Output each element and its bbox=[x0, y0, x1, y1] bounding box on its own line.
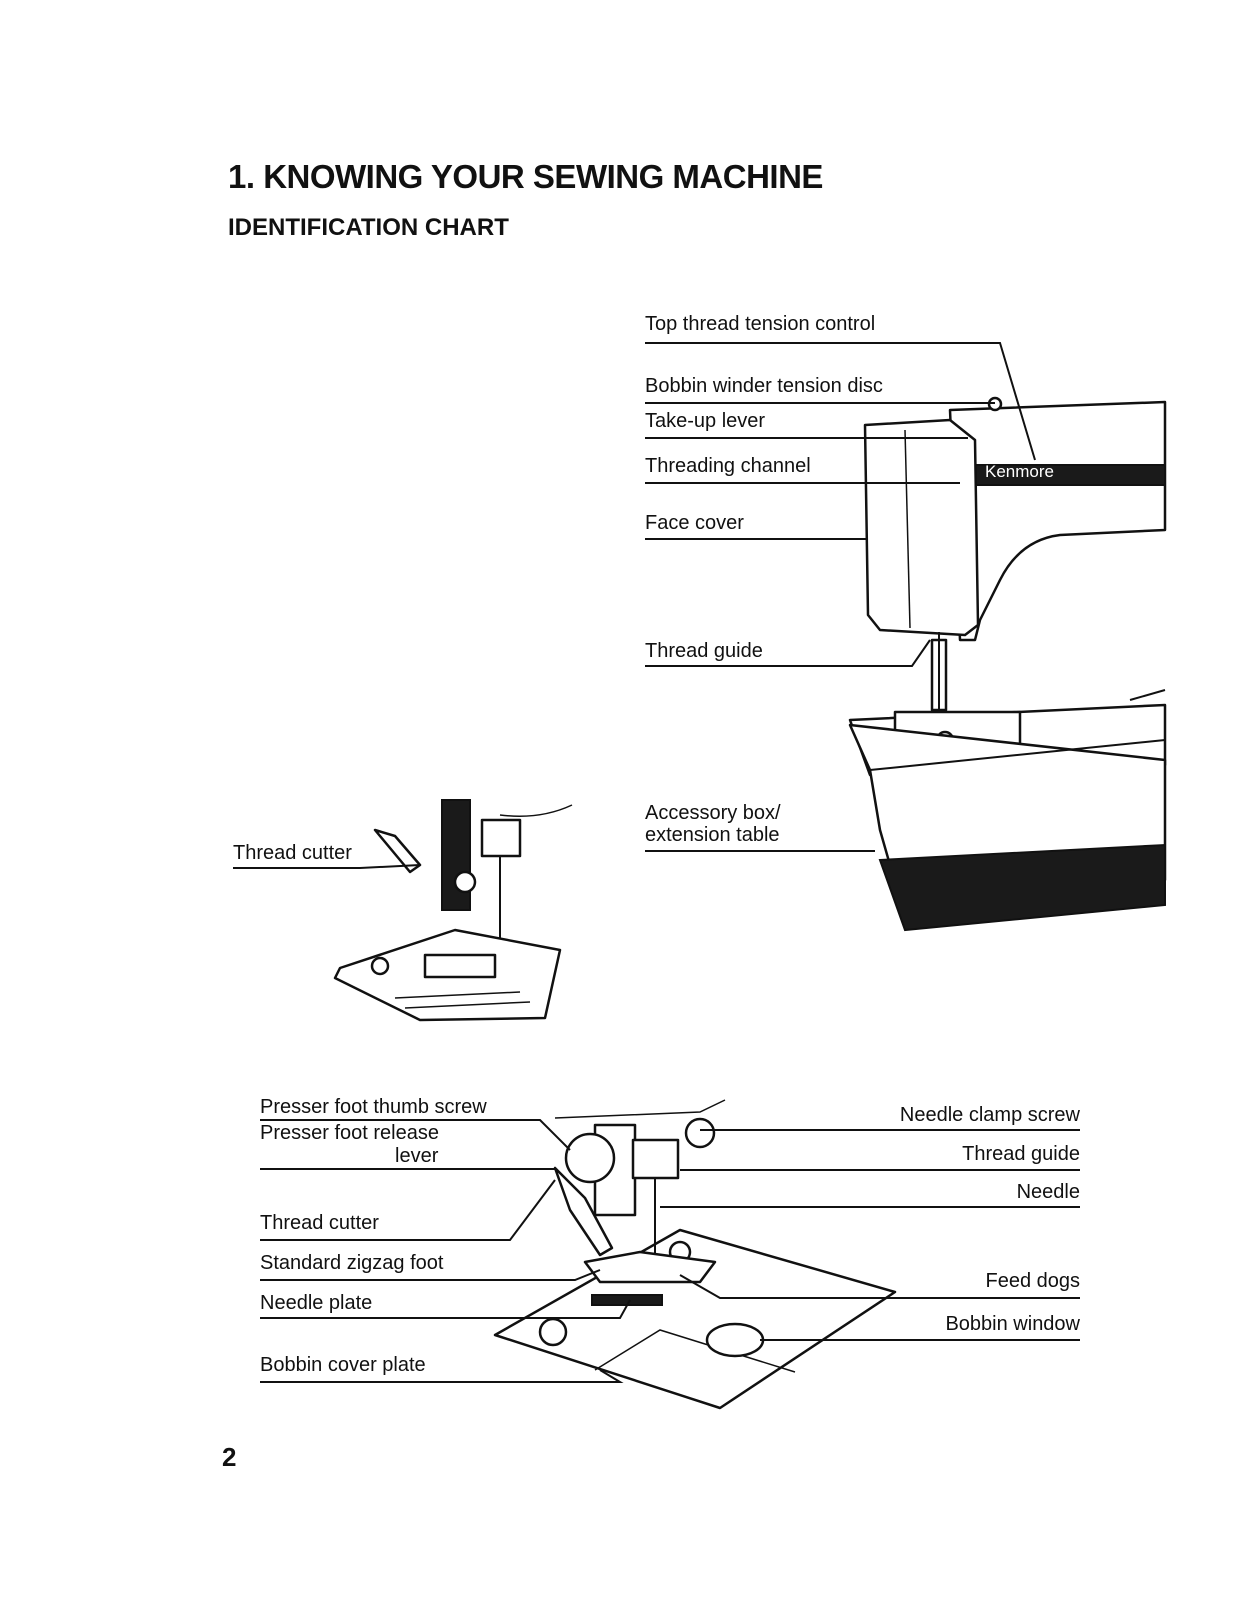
label-thread-guide-detail: Thread guide bbox=[962, 1143, 1080, 1165]
needle-area-illustration bbox=[333, 799, 573, 1022]
label-top-thread-tension-control: Top thread tension control bbox=[645, 313, 876, 335]
label-bobbin-cover-plate: Bobbin cover plate bbox=[260, 1354, 426, 1376]
brand-logo: Kenmore bbox=[985, 462, 1054, 481]
page-number: 2 bbox=[222, 1442, 237, 1472]
label-bobbin-winder-tension-disc: Bobbin winder tension disc bbox=[645, 375, 883, 397]
label-bobbin-window: Bobbin window bbox=[945, 1313, 1080, 1335]
section-subtitle: IDENTIFICATION CHART bbox=[228, 214, 509, 241]
page-title: 1. KNOWING YOUR SEWING MACHINE bbox=[228, 158, 823, 195]
label-needle-clamp-screw: Needle clamp screw bbox=[899, 1104, 1080, 1126]
label-face-cover: Face cover bbox=[645, 512, 744, 534]
label-needle-plate: Needle plate bbox=[260, 1292, 373, 1314]
presser-foot-detail-illustration bbox=[493, 1099, 897, 1410]
label-presser-foot-release-line1: Presser foot release bbox=[260, 1122, 439, 1144]
label-needle: Needle bbox=[1016, 1181, 1080, 1203]
label-threading-channel: Threading channel bbox=[645, 455, 811, 477]
label-accessory-box-line1: Accessory box/ bbox=[645, 802, 781, 824]
label-thread-cutter: Thread cutter bbox=[260, 1212, 379, 1234]
sewing-machine-illustration: Kenmore bbox=[848, 396, 1167, 932]
label-accessory-box-line2: extension table bbox=[645, 824, 780, 846]
label-take-up-lever: Take-up lever bbox=[645, 410, 766, 432]
label-standard-zigzag-foot: Standard zigzag foot bbox=[260, 1252, 444, 1274]
label-presser-foot-thumb-screw: Presser foot thumb screw bbox=[260, 1096, 487, 1118]
label-presser-foot-release-line2: lever bbox=[395, 1145, 439, 1167]
label-thread-cutter-needle-area: Thread cutter bbox=[233, 842, 352, 864]
label-thread-guide: Thread guide bbox=[645, 640, 763, 662]
label-feed-dogs: Feed dogs bbox=[985, 1270, 1080, 1292]
